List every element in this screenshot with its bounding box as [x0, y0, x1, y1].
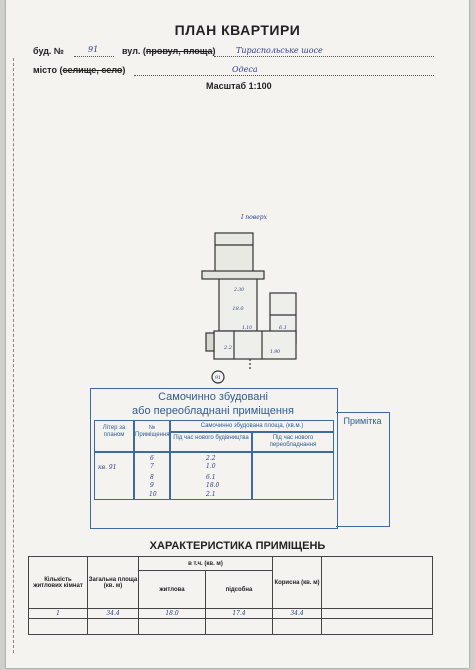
val-blank [321, 608, 433, 619]
val-rooms: 1 [28, 608, 88, 619]
street-label: вул. (провул, площа) [122, 46, 216, 56]
row-area-0: 2.2 [206, 455, 216, 462]
number-cell [134, 452, 170, 500]
floor-plan: І поверх 18.0 2.2 6.1 2.30 1.10 1.90 91 [201, 214, 297, 384]
margin-line [13, 58, 14, 653]
dim-1: 2.30 [233, 287, 244, 293]
bud-label: буд. № [33, 46, 64, 56]
stamp-remark: Примітка [336, 412, 390, 527]
col-reequip: Під час нового переобладнання [252, 432, 334, 452]
col-number: № Приміщення [134, 420, 170, 452]
plan-marker: 91 [215, 375, 221, 381]
scale-label: Масштаб 1:100 [206, 81, 272, 91]
city-label: місто (селище, село) [33, 65, 126, 75]
floor-note: І поверх [240, 214, 268, 221]
row-num-1: 7 [150, 463, 154, 470]
bud-rule [74, 56, 114, 57]
row-area-2: 6.1 [206, 474, 216, 481]
val-total: 34.4 [87, 608, 139, 619]
row-area-3: 18.0 [206, 482, 220, 489]
col-living: житлова [138, 570, 206, 609]
col-area-group: Самочинно збудована площа, (кв.м.) [170, 420, 334, 432]
litera-cell [94, 452, 134, 500]
bud-value: 91 [88, 45, 99, 54]
col-aux: підсобна [205, 570, 273, 609]
col-litera: Літер за планом [94, 420, 134, 452]
stamp-line-1: Самочинно збудовані [158, 391, 268, 403]
street-rule [214, 56, 434, 57]
characteristics-table: Кількість житлових кімнат Загальна площа… [28, 556, 433, 635]
room-6-area: 2.2 [223, 345, 232, 351]
self-built-stamp: Самочинно збудовані або переобладнані пр… [90, 388, 390, 529]
stamp-line-2: або переобладнані приміщення [132, 405, 294, 417]
col-useful: Корисна (кв. м) [272, 556, 322, 609]
col-rooms: Кількість житлових кімнат [28, 556, 88, 609]
col-blank [321, 556, 433, 609]
characteristics-title: ХАРАКТЕРИСТИКА ПРИМІЩЕНЬ [149, 540, 326, 552]
col-during: Під час нового будівництва [170, 432, 252, 452]
document-sheet: ПЛАН КВАРТИРИ буд. № 91 вул. (провул, пл… [6, 0, 469, 668]
row-num-2: 8 [150, 474, 154, 481]
during-cell [170, 452, 252, 500]
val-useful: 34.4 [272, 608, 322, 619]
val-aux: 17.4 [205, 608, 273, 619]
row-num-3: 9 [150, 482, 154, 489]
dim-3: 1.90 [270, 349, 280, 355]
city-value: Одеса [232, 65, 258, 74]
litera-value: кв. 91 [98, 464, 117, 471]
row-num-0: 6 [150, 455, 154, 462]
row-area-1: 1.0 [206, 463, 216, 470]
col-total: Загальна площа (кв. м) [87, 556, 139, 609]
val-living: 18.0 [138, 608, 206, 619]
room-8-area: 6.1 [279, 325, 287, 331]
room-9-area: 18.0 [232, 306, 244, 312]
city-rule [134, 75, 434, 76]
dim-2: 1.10 [242, 325, 252, 331]
col-incl: в т.ч. (кв. м) [138, 556, 273, 571]
row-area-4: 2.1 [206, 491, 216, 498]
stamp-border [90, 388, 338, 529]
page-title: ПЛАН КВАРТИРИ [174, 22, 301, 38]
street-value: Тираспольське шосе [236, 46, 323, 55]
reequip-cell [252, 452, 334, 500]
row-num-4: 10 [149, 491, 157, 498]
